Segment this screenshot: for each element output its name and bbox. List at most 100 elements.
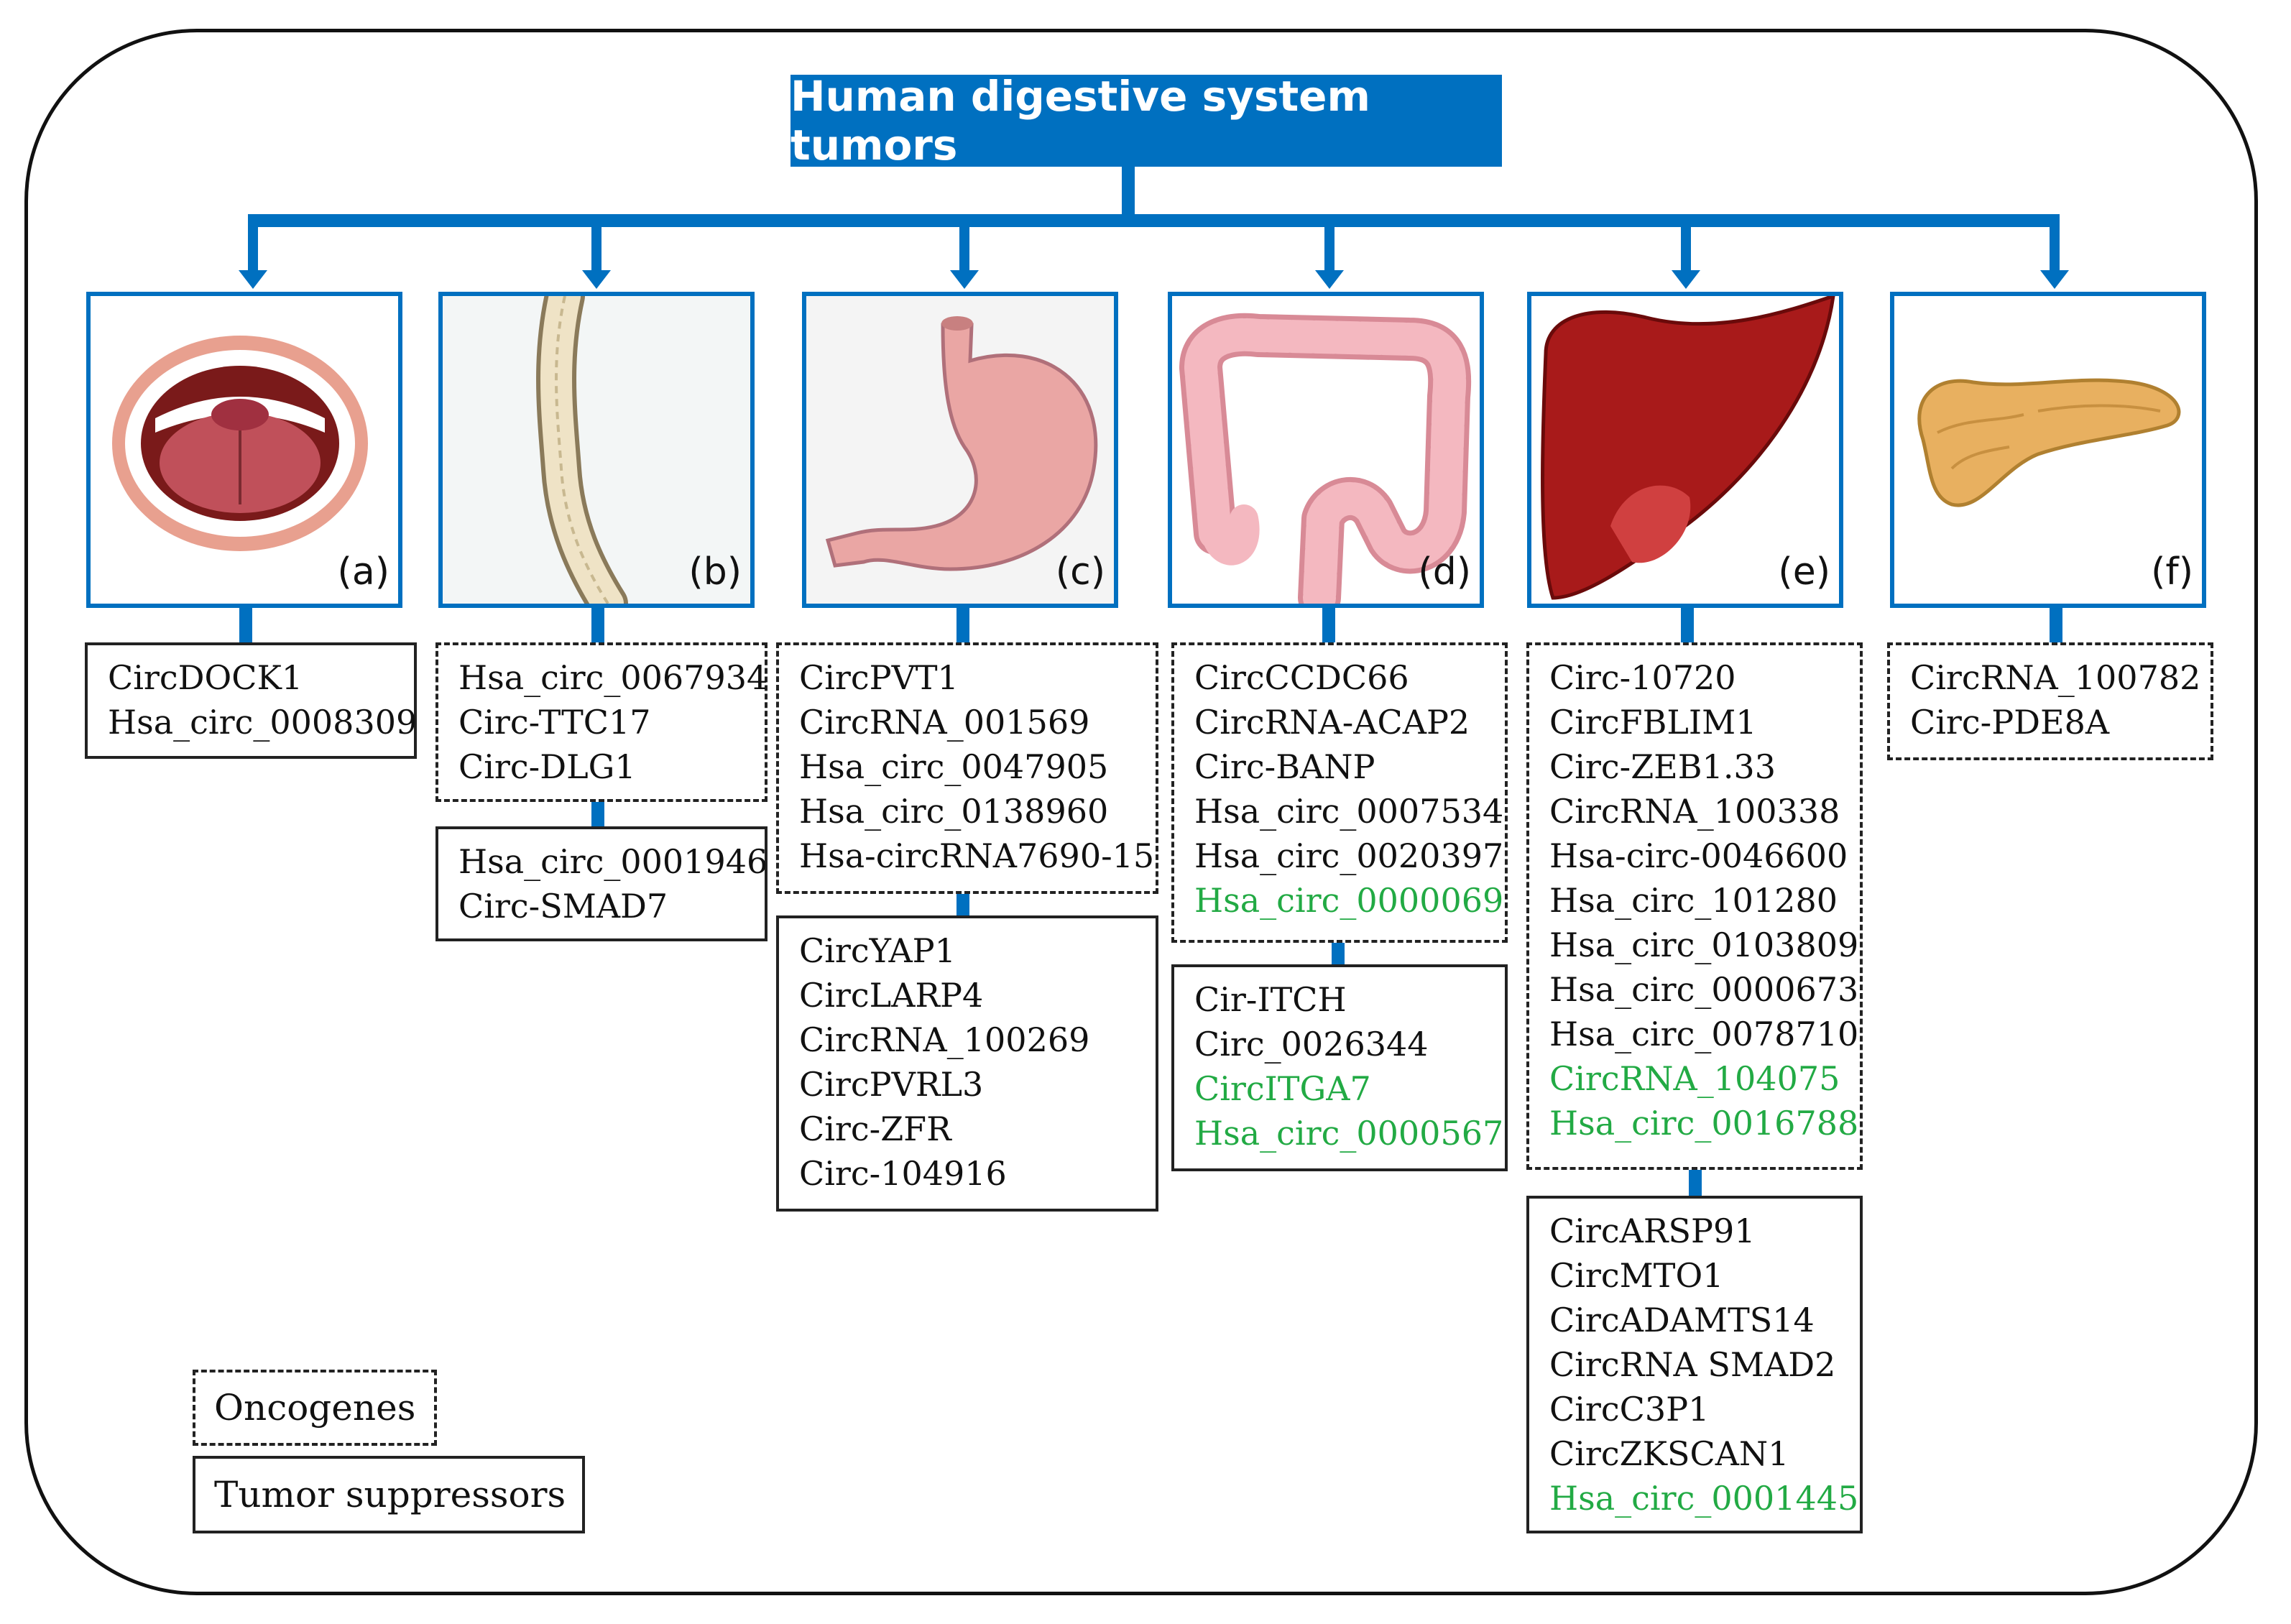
link-a	[239, 608, 252, 642]
gene-item: CircRNA_100338	[1549, 792, 1840, 831]
gene-item: Hsa_circ_0016788	[1549, 1104, 1859, 1143]
branch-d	[1324, 214, 1335, 273]
gene-item: CircITGA7	[1194, 1069, 1371, 1108]
list-b-suppressors: Hsa_circ_0001946 Circ-SMAD7	[435, 826, 767, 941]
link-b2	[591, 802, 604, 826]
pancreas-icon	[1917, 378, 2181, 507]
gene-item: Hsa-circRNA7690-15	[799, 836, 1155, 875]
gene-item: Hsa_circ_0020397	[1194, 836, 1504, 875]
arrow-d	[1315, 270, 1344, 289]
arrow-a	[239, 270, 267, 289]
link-c	[956, 608, 969, 642]
gene-item: Hsa_circ_0001946	[458, 842, 768, 881]
gene-item: Hsa_circ_0007534	[1194, 792, 1504, 831]
organ-panel-f: (f)	[1890, 292, 2206, 608]
gene-item: CircRNA_001569	[799, 703, 1090, 742]
gene-item: CircCCDC66	[1194, 658, 1409, 697]
legend-oncogenes-label: Oncogenes	[214, 1387, 416, 1429]
gene-item: CircRNA_104075	[1549, 1059, 1840, 1098]
panel-letter-d: (d)	[1418, 550, 1471, 594]
gene-item: Hsa_circ_0008309	[108, 703, 418, 742]
arrow-e	[1672, 270, 1700, 289]
gene-item: Hsa_circ_0047905	[799, 747, 1109, 786]
branch-bar	[248, 214, 2060, 227]
link-e	[1681, 608, 1694, 642]
organ-panel-a: (a)	[86, 292, 402, 608]
branch-e	[1681, 214, 1691, 273]
gene-item: Circ-DLG1	[458, 747, 636, 786]
panel-letter-f: (f)	[2151, 550, 2193, 594]
list-d-suppressors: Cir-ITCH Circ_0026344 CircITGA7 Hsa_circ…	[1171, 964, 1508, 1171]
gene-item: Hsa_circ_0000069	[1194, 881, 1504, 920]
panel-letter-a: (a)	[337, 550, 389, 594]
link-e2	[1689, 1170, 1702, 1196]
gene-item: CircARSP91	[1549, 1212, 1756, 1250]
gene-item: CircZKSCAN1	[1549, 1434, 1789, 1473]
gene-item: Circ-TTC17	[458, 703, 651, 742]
mouth-icon	[112, 336, 368, 551]
gene-item: Hsa_circ_0000673	[1549, 970, 1859, 1009]
organ-panel-d: (d)	[1168, 292, 1484, 608]
gene-item: Hsa_circ_0001445	[1549, 1479, 1859, 1518]
liver-icon	[1541, 296, 1835, 600]
gene-item: Circ-104916	[799, 1154, 1007, 1193]
gene-item: Circ_0026344	[1194, 1025, 1429, 1064]
gene-item: Circ-10720	[1549, 658, 1736, 697]
gene-item: Cir-ITCH	[1194, 980, 1347, 1019]
gene-item: CircRNA_100269	[799, 1020, 1090, 1059]
legend-suppressors-label: Tumor suppressors	[214, 1474, 566, 1515]
panel-letter-c: (c)	[1055, 550, 1105, 594]
gene-item: CircC3P1	[1549, 1390, 1710, 1429]
list-c-oncogenes: CircPVT1 CircRNA_001569 Hsa_circ_0047905…	[776, 642, 1158, 894]
colon-icon	[1179, 313, 1472, 604]
link-b	[591, 608, 604, 642]
gene-item: Hsa_circ_0103809	[1549, 926, 1859, 964]
list-b-oncogenes: Hsa_circ_0067934 Circ-TTC17 Circ-DLG1	[435, 642, 767, 802]
panel-letter-b: (b)	[688, 550, 742, 594]
link-d	[1322, 608, 1335, 642]
gene-item: CircRNA-ACAP2	[1194, 703, 1470, 742]
gene-item: CircYAP1	[799, 931, 956, 970]
gene-item: Hsa_circ_0078710	[1549, 1015, 1859, 1053]
list-d-oncogenes: CircCCDC66 CircRNA-ACAP2 Circ-BANP Hsa_c…	[1171, 642, 1508, 943]
gene-item: Hsa_circ_0000567	[1194, 1114, 1504, 1153]
panel-letter-e: (e)	[1778, 550, 1830, 594]
legend-oncogenes: Oncogenes	[193, 1370, 437, 1446]
gene-item: Circ-SMAD7	[458, 887, 668, 926]
gene-item: Circ-PDE8A	[1910, 703, 2110, 742]
title-stem	[1122, 167, 1135, 218]
link-c2	[956, 894, 969, 915]
gene-item: CircADAMTS14	[1549, 1301, 1815, 1339]
gene-item: CircFBLIM1	[1549, 703, 1757, 742]
list-e-suppressors: CircARSP91 CircMTO1 CircADAMTS14 CircRNA…	[1526, 1196, 1863, 1533]
gene-item: CircLARP4	[799, 976, 984, 1015]
arrow-f	[2040, 270, 2069, 289]
gene-item: Hsa_circ_0138960	[799, 792, 1109, 831]
gene-item: CircPVRL3	[799, 1065, 984, 1104]
organ-panel-b: (b)	[438, 292, 755, 608]
arrow-c	[950, 270, 979, 289]
gene-item: Hsa_circ_0067934	[458, 658, 768, 697]
list-a-suppressors: CircDOCK1 Hsa_circ_0008309	[85, 642, 417, 759]
gene-item: Circ-ZFR	[799, 1109, 951, 1148]
gene-item: CircDOCK1	[108, 658, 303, 697]
gene-item: CircRNA_100782	[1910, 658, 2201, 697]
list-e-oncogenes: Circ-10720 CircFBLIM1 Circ-ZEB1.33 CircR…	[1526, 642, 1863, 1170]
stomach-icon	[806, 296, 1114, 604]
branch-f	[2050, 214, 2060, 273]
organ-panel-e: (e)	[1527, 292, 1843, 608]
branch-a	[248, 214, 258, 273]
page-title: Human digestive system tumors	[790, 72, 1502, 170]
esophagus-icon	[443, 296, 750, 604]
gene-item: CircRNA SMAD2	[1549, 1345, 1836, 1384]
arrow-b	[582, 270, 611, 289]
gene-item: Hsa_circ_101280	[1549, 881, 1838, 920]
gene-item: CircPVT1	[799, 658, 959, 697]
gene-item: Circ-ZEB1.33	[1549, 747, 1776, 786]
branch-b	[591, 214, 601, 273]
gene-item: CircMTO1	[1549, 1256, 1724, 1295]
link-d2	[1332, 943, 1345, 964]
link-f	[2050, 608, 2062, 642]
branch-c	[959, 214, 969, 273]
list-c-suppressors: CircYAP1 CircLARP4 CircRNA_100269 CircPV…	[776, 915, 1158, 1212]
